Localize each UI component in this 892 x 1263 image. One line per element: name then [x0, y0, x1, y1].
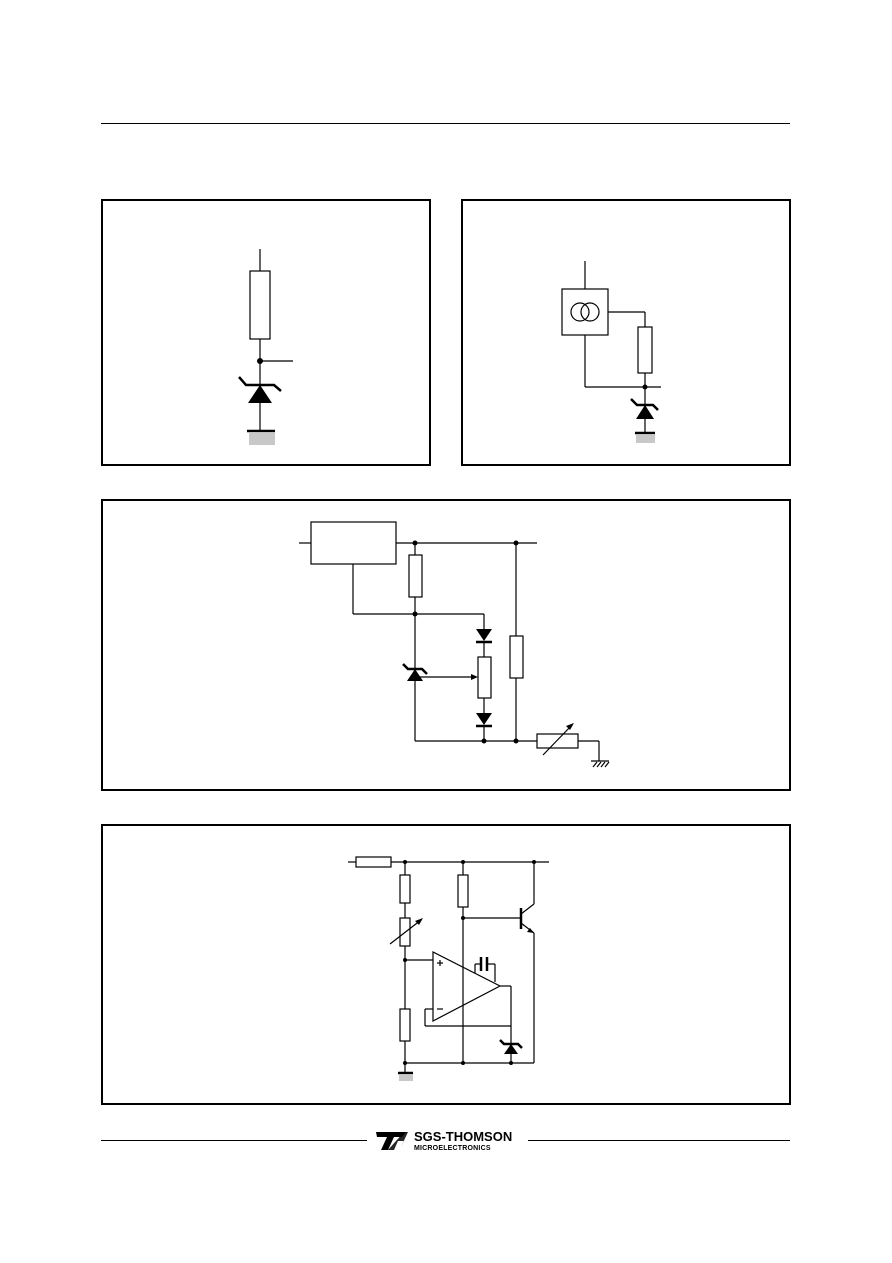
zener-diode: [630, 398, 659, 419]
logo-subtitle: MICROELECTRONICS: [414, 1145, 491, 1152]
figure-current-source-zener: [461, 199, 791, 466]
ground-symbol: [635, 431, 655, 443]
resistor: [249, 270, 271, 340]
resistor: [457, 874, 469, 908]
transistor: [519, 903, 535, 934]
logo-brand: SGS-THOMSON: [414, 1129, 512, 1144]
footer-rule-left: [101, 1140, 367, 1141]
resistor: [408, 554, 423, 598]
figure-opamp-reference: [101, 824, 791, 1105]
schematic-zener-resistor: [238, 249, 293, 445]
footer-rule-right: [528, 1140, 790, 1141]
variable-resistor: [536, 733, 579, 749]
figure-zener-resistor: [101, 199, 431, 466]
regulator-block: [310, 521, 397, 565]
company-logo: SGS-THOMSON MICROELECTRONICS: [374, 1128, 524, 1154]
resistor: [355, 856, 392, 868]
schematic-opamp-reference: [348, 856, 549, 1081]
diode: [476, 629, 492, 644]
zener-diode: [402, 663, 428, 681]
schematic-regulator-reference: [299, 521, 610, 768]
capacitor: [479, 957, 489, 971]
diode: [476, 713, 492, 728]
header-rule: [101, 123, 790, 124]
resistor: [509, 635, 524, 679]
resistor: [637, 326, 653, 374]
ground-symbol: [398, 1071, 413, 1081]
ground-symbol: [247, 429, 275, 445]
figure-regulator-reference: [101, 499, 791, 791]
op-amp: [432, 951, 502, 1022]
ground-symbol: [591, 760, 610, 768]
resistor: [399, 874, 411, 904]
st-logo-icon: SGS-THOMSON MICROELECTRONICS: [376, 1129, 512, 1152]
zener-diode: [238, 376, 282, 403]
resistor: [399, 1008, 411, 1042]
potentiometer: [477, 656, 492, 699]
current-source: [561, 288, 609, 336]
zener-diode: [499, 1039, 523, 1054]
schematic-current-source-zener: [561, 261, 661, 443]
